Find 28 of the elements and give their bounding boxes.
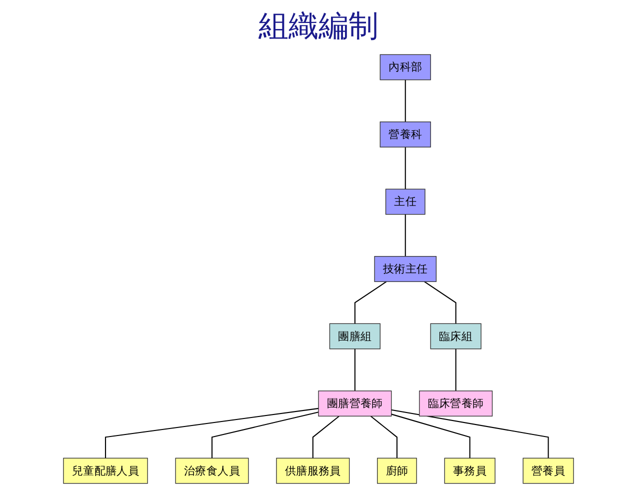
node-box: 臨床營養師: [419, 390, 493, 416]
node-box: 兒童配膳人員: [63, 458, 148, 484]
node-box: 事務員: [444, 458, 496, 484]
connector: [404, 147, 406, 190]
connector: [354, 281, 387, 324]
node-box: 技術主任: [374, 256, 437, 282]
connector: [312, 416, 340, 458]
connector: [211, 412, 319, 458]
connector: [104, 408, 319, 458]
node-box: 內科部: [380, 54, 431, 80]
connector: [424, 281, 456, 324]
node-box: 營養員: [522, 458, 574, 484]
connector: [391, 414, 470, 458]
connector: [404, 80, 406, 122]
node-box: 營養科: [380, 122, 431, 148]
connector: [354, 348, 356, 391]
connector: [404, 214, 406, 256]
node-box: 供膳服務員: [276, 458, 350, 484]
node-box: 治療食人員: [175, 458, 249, 484]
node-box: 團膳組: [329, 323, 380, 350]
node-box: 臨床組: [430, 323, 482, 350]
node-box: 團膳營養師: [318, 390, 392, 416]
connector: [370, 416, 398, 458]
node-box: 廚師: [377, 458, 417, 484]
connector: [455, 348, 456, 391]
node-box: 主任: [385, 188, 426, 215]
diagram-title: 組織編制: [258, 8, 380, 46]
connector: [391, 409, 549, 458]
